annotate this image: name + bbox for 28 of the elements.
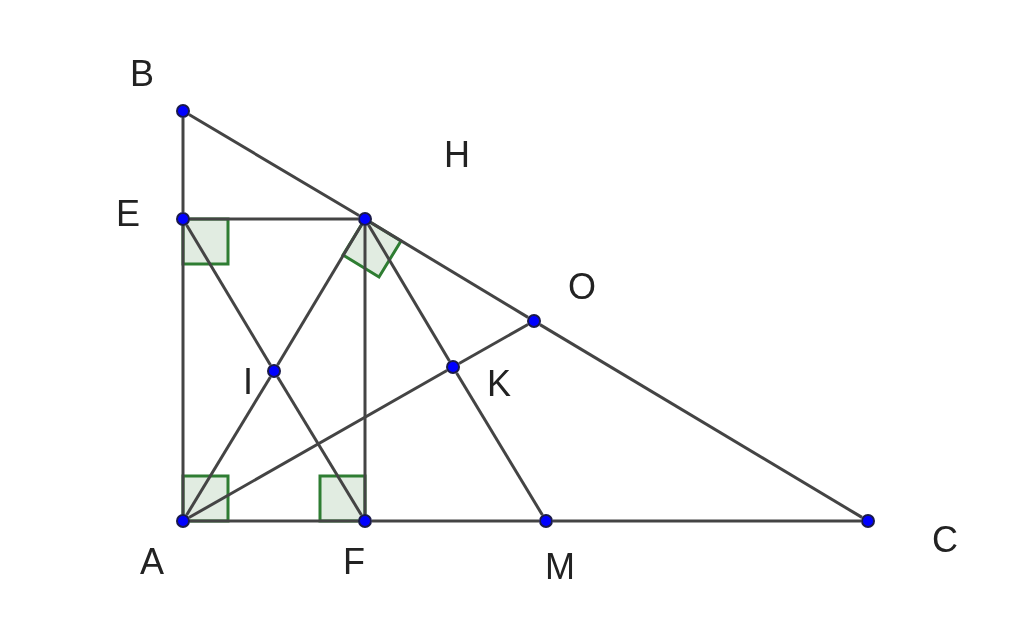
line-segment <box>190 217 358 221</box>
line-segment <box>181 226 185 514</box>
line-segment <box>367 224 451 362</box>
line-segment <box>185 376 272 516</box>
point-label: E <box>116 196 140 232</box>
line-segment <box>458 323 529 365</box>
line-segment <box>455 372 544 516</box>
point-label: K <box>487 366 511 402</box>
point-label: I <box>243 364 253 400</box>
point-label: H <box>444 137 470 173</box>
point-label: M <box>545 549 575 585</box>
line-segment <box>276 376 363 516</box>
point-label: O <box>568 269 596 305</box>
point-label: B <box>130 56 154 92</box>
line-segment <box>363 226 367 514</box>
line-segment <box>276 224 363 366</box>
point-label: F <box>343 544 365 580</box>
line-segment <box>539 323 863 519</box>
point-label: C <box>932 522 958 558</box>
line-segment <box>188 369 448 519</box>
line-segment <box>190 519 358 523</box>
line-segment <box>181 118 185 212</box>
line-segment <box>372 519 539 523</box>
line-segment <box>188 113 360 217</box>
line-segment <box>370 221 529 319</box>
line-segment <box>553 519 861 523</box>
point-label: A <box>140 544 164 580</box>
line-segment <box>185 224 272 366</box>
